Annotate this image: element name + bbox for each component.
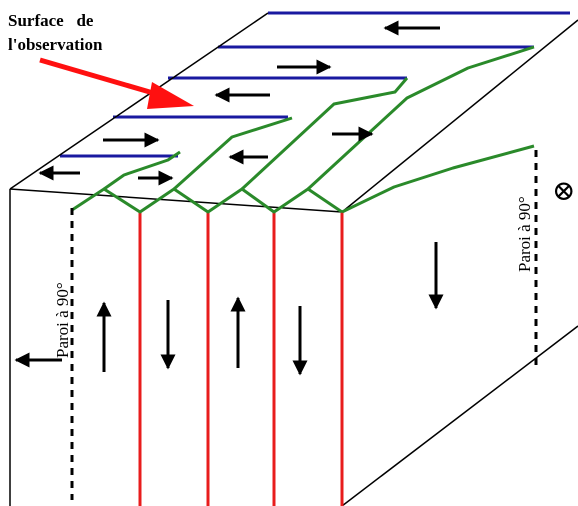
surface-label-line2: l'observation: [8, 35, 103, 54]
trace-3: [240, 77, 409, 191]
pointer-arrowhead: [147, 82, 194, 109]
top-right-diagonal: [341, 19, 578, 213]
right-wall-label: Paroi à 90°: [515, 196, 534, 272]
front-top-edge: [9, 188, 343, 213]
top-left-diagonal: [9, 12, 269, 190]
front-zigzag: [71, 187, 343, 214]
side-bottom-edge: [341, 325, 578, 506]
trace-1: [103, 150, 181, 191]
wall-dashes: [70, 150, 538, 500]
surface-arrows: [38, 20, 440, 186]
front-arrows: [14, 242, 444, 376]
domain-walls: [138, 212, 344, 506]
block-outline: [9, 12, 578, 506]
into-page-icon: ⊗: [552, 176, 575, 207]
left-wall-label: Paroi à 90°: [53, 282, 72, 358]
surface-label-line1: Surface de: [8, 11, 94, 30]
trace-4: [306, 45, 535, 191]
trace-2: [172, 116, 293, 191]
wall-traces: [71, 45, 535, 214]
side-trace: [341, 144, 535, 214]
pointer-arrow: [39, 57, 194, 109]
surface-stripes: [60, 11, 570, 158]
